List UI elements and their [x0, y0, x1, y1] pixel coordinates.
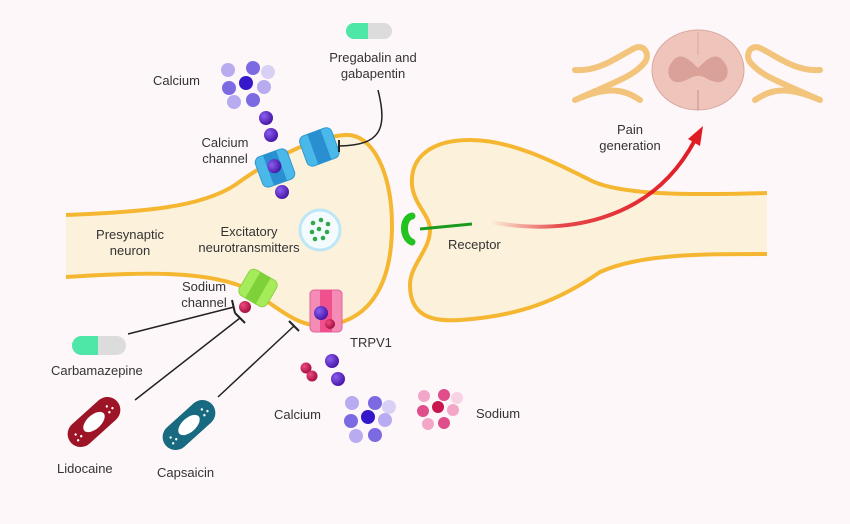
pill-icon: [346, 23, 392, 39]
sodium-channel-label: Sodium channel: [178, 279, 230, 311]
pregabalin-label-line2: gabapentin: [340, 66, 406, 81]
sodium-ion: [239, 301, 251, 313]
calcium-ions-flow: [259, 111, 289, 199]
calcium-ion-cluster-bottom: [344, 396, 396, 443]
calcium-channel-label-line2: channel: [202, 151, 248, 166]
postsynaptic-neuron: [410, 140, 767, 321]
pain-generation-arrow: [489, 126, 703, 229]
calcium-channel-2: [299, 127, 340, 167]
excitatory-label-line2: neurotransmitters: [198, 240, 300, 255]
spinal-cord-icon: [572, 29, 823, 111]
pregabalin-label: Pregabalin and gabapentin: [327, 50, 419, 82]
sodium-channel-label-line2: channel: [181, 295, 227, 310]
calcium-label-top: Calcium: [153, 73, 200, 88]
excitatory-label-line1: Excitatory: [220, 224, 278, 239]
sodium-channel: [238, 268, 278, 308]
lidocaine-inhibition-line: [134, 312, 246, 401]
carbamazepine-inhibition-line: [127, 299, 236, 335]
presynaptic-neuron: [66, 134, 392, 326]
presynaptic-label-line2: neuron: [109, 243, 151, 258]
sodium-label: Sodium: [476, 406, 521, 421]
patch-icon: [162, 399, 216, 451]
sodium-ion-cluster: [417, 389, 463, 430]
receptor-label: Receptor: [448, 237, 501, 252]
capsaicin-label: Capsaicin: [157, 465, 215, 480]
vesicle-icon: [298, 208, 342, 252]
pain-label-line2: generation: [599, 138, 661, 153]
calcium-channel-label-line1: Calcium: [201, 135, 249, 150]
calcium-label-bottom: Calcium: [274, 407, 321, 422]
lidocaine-label: Lidocaine: [57, 461, 113, 476]
presynaptic-neuron-label: Presynaptic neuron: [90, 227, 170, 259]
trpv1-channel: [309, 289, 343, 333]
sodium-channel-label-line1: Sodium: [181, 279, 227, 294]
calcium-channel-1: [254, 148, 296, 188]
trpv1-label: TRPV1: [350, 335, 392, 350]
pregabalin-label-line1: Pregabalin and: [329, 50, 417, 65]
patch-icon: [67, 396, 121, 448]
calcium-channel-label: Calcium channel: [198, 135, 252, 167]
receptor: [401, 212, 473, 246]
pain-label-line1: Pain: [616, 122, 644, 137]
pain-generation-label: Pain generation: [590, 122, 670, 154]
pill-icon: [72, 336, 126, 355]
carbamazepine-label: Carbamazepine: [51, 363, 143, 378]
ions-released: [300, 354, 345, 386]
capsaicin-inhibition-line: [217, 320, 300, 398]
postsynaptic-membrane: [407, 137, 768, 323]
pregabalin-inhibition-line: [338, 89, 383, 152]
presynaptic-label-line1: Presynaptic: [96, 227, 164, 242]
excitatory-neurotransmitters-label: Excitatory neurotransmitters: [197, 224, 301, 256]
calcium-ion-cluster-top: [221, 61, 275, 109]
